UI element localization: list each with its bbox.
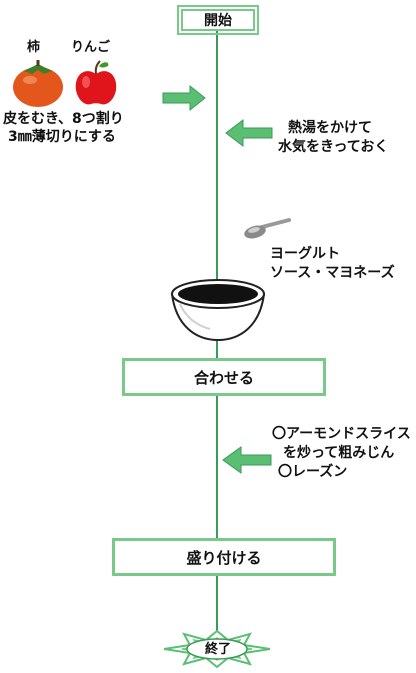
arrow-icon <box>162 84 206 112</box>
start-label: 開始 <box>204 13 232 29</box>
hot-water-text-line1: 熱湯をかけて <box>288 120 372 136</box>
mix-box: 合わせる <box>122 358 326 396</box>
persimmon-icon <box>13 60 63 107</box>
apple-icon <box>75 60 117 105</box>
sauce-text-line2: ソース・マヨネーズ <box>270 265 395 281</box>
end-label: 終了 <box>205 642 232 657</box>
prep-text-line2: 3㎜薄切りにする <box>8 129 116 145</box>
mix-label: 合わせる <box>193 368 254 387</box>
arrow-icon <box>222 446 272 474</box>
bowl-icon <box>170 279 266 342</box>
topping-text-line1: 〇アーモンドスライス <box>272 426 411 442</box>
sauce-text-line1: ヨーグルト <box>270 246 340 262</box>
hot-water-text-line2: 水気をきっておく <box>278 139 389 155</box>
spoon-icon <box>244 218 291 239</box>
prep-text-line1: 皮をむき、8つ割り <box>3 111 124 127</box>
arrow-icon <box>225 118 273 148</box>
apple-label: りんご <box>71 40 111 55</box>
starburst-icon <box>163 629 271 669</box>
persimmon-label: 柿 <box>27 40 41 55</box>
serve-label: 盛り付ける <box>186 548 262 567</box>
serve-box: 盛り付ける <box>112 538 336 576</box>
start-box: 開始 <box>177 5 259 35</box>
topping-text-line2: を炒って粗みじん <box>283 445 395 461</box>
topping-text-line3: 〇レーズン <box>278 464 348 480</box>
